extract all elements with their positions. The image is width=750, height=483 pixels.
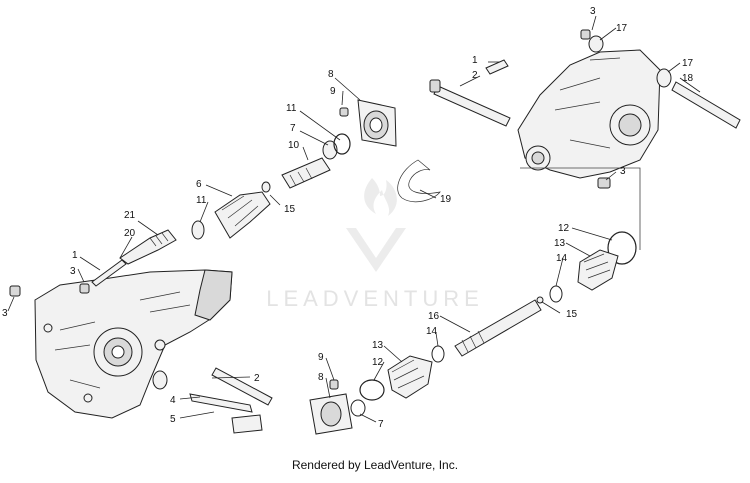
flange-8: [339, 99, 397, 147]
v-logo-icon: [346, 228, 406, 272]
right-gear-housing: [517, 49, 661, 179]
callout-17: 17: [616, 23, 628, 34]
callout-8: 8: [318, 372, 324, 383]
watermark: LEADVENTURE: [266, 178, 484, 311]
right-hardware: [429, 29, 741, 189]
callout-15: 15: [284, 204, 296, 215]
callout-13: 13: [372, 340, 384, 351]
callout-8: 8: [328, 69, 334, 80]
callout-7: 7: [378, 419, 384, 430]
callout-11: 11: [196, 195, 207, 206]
callout-20: 20: [124, 228, 136, 239]
callout-1: 1: [472, 55, 478, 66]
axle-shaft-10: [281, 157, 331, 189]
flame-logo-icon: [364, 178, 397, 216]
callout-leaders: [7, 15, 701, 423]
callout-1: 1: [72, 250, 78, 261]
drive-shaft-16: [454, 299, 542, 357]
callout-9: 9: [318, 352, 324, 363]
callout-3: 3: [620, 166, 626, 177]
callout-18: 18: [682, 73, 694, 84]
callout-7: 7: [290, 123, 296, 134]
lower-boot-13-14: [359, 345, 445, 401]
callout-3: 3: [2, 308, 8, 319]
callout-15: 15: [566, 309, 578, 320]
callout-12: 12: [558, 223, 570, 234]
callout-13: 13: [554, 238, 566, 249]
callout-6: 6: [196, 179, 202, 190]
callout-14: 14: [426, 326, 438, 337]
lower-boot-12-13: [536, 231, 637, 304]
assembly-guide-line: [520, 167, 641, 250]
callout-12: 12: [372, 357, 384, 368]
callout-3: 3: [590, 6, 596, 17]
breather-hose: [91, 229, 177, 287]
footer-caption: Rendered by LeadVenture, Inc.: [291, 458, 459, 472]
callout-10: 10: [288, 140, 300, 151]
callout-21: 21: [124, 210, 136, 221]
seal-rings: [322, 133, 351, 160]
left-gear-housing: [34, 269, 233, 419]
callout-2: 2: [472, 70, 478, 81]
callout-16: 16: [428, 311, 440, 322]
retaining-clip-19: [397, 159, 441, 203]
flange-lower-8: [309, 379, 366, 435]
callout-9: 9: [330, 86, 336, 97]
callout-labels: 3 3 1 20 21 6 11 15 10 7 11 9 8 19 2 4 5…: [2, 6, 694, 430]
left-boot: [191, 181, 271, 240]
callout-3: 3: [70, 266, 76, 277]
callout-5: 5: [170, 414, 176, 425]
callout-4: 4: [170, 395, 176, 406]
watermark-text: LEADVENTURE: [266, 286, 484, 311]
callout-2: 2: [254, 373, 260, 384]
callout-11: 11: [286, 103, 297, 114]
callout-17: 17: [682, 58, 694, 69]
callout-19: 19: [440, 194, 452, 205]
callout-14: 14: [556, 253, 568, 264]
